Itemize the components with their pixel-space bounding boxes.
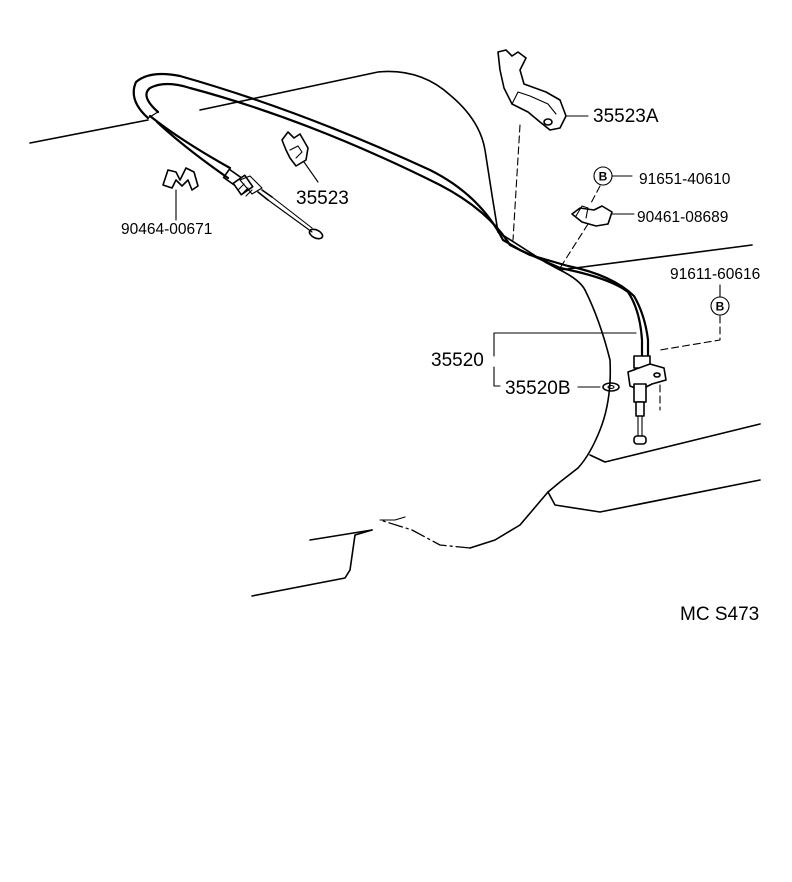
bracket-35523a-icon [497, 49, 589, 241]
label-35520: 35520 [431, 350, 484, 371]
label-91611-60616: 91611-60616 [670, 266, 760, 283]
clip-90464-icon [162, 167, 199, 221]
hood-release-cable [132, 72, 650, 360]
vehicle-body-outline [29, 70, 761, 597]
label-35520b: 35520B [505, 378, 571, 399]
cable-end-fitting [222, 168, 324, 240]
grommet-90461-icon [559, 205, 635, 269]
label-35523a: 35523A [593, 106, 659, 127]
marker-b-lower: B [659, 284, 730, 411]
marker-b-upper-label: B [599, 170, 608, 184]
label-90464-00671: 90464-00671 [121, 221, 212, 238]
latch-cable-end [627, 355, 667, 445]
label-91651-40610: 91651-40610 [639, 171, 731, 188]
clip-35523-icon [281, 131, 319, 183]
diagram-code: MC S473 [680, 604, 759, 625]
label-90461-08689: 90461-08689 [637, 209, 728, 226]
label-35523: 35523 [296, 188, 349, 209]
part-labels: 35523A 35523 91651-40610 90461-08689 916… [121, 106, 760, 625]
ring-35520b-icon [602, 382, 620, 392]
marker-b-lower-label: B [716, 300, 725, 314]
marker-b-upper: B [589, 166, 633, 206]
leader-lines [493, 332, 637, 388]
